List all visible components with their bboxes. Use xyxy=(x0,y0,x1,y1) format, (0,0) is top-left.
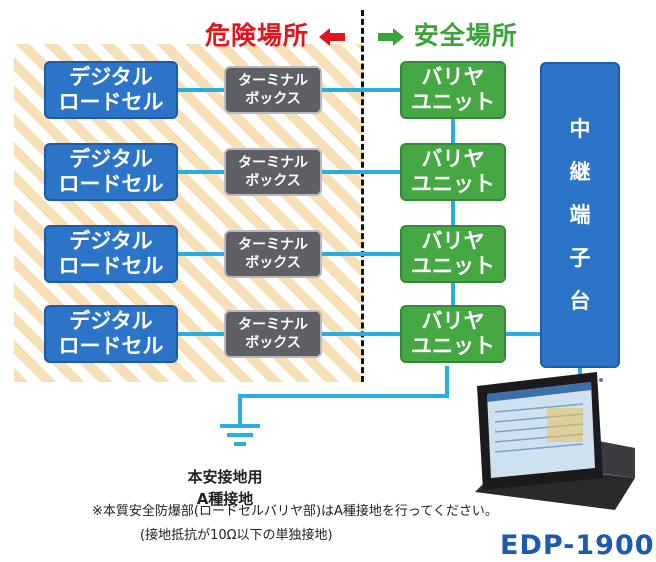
load-cell-1: デジタル ロードセル xyxy=(44,61,178,119)
terminal-box-label-line2: ボックス xyxy=(245,91,301,107)
terminal-device-image xyxy=(475,372,635,510)
relay-char-4: 子 xyxy=(569,245,591,270)
relay-char-2: 継 xyxy=(569,159,591,184)
connector-tb1-bu1 xyxy=(322,88,400,92)
safe-zone-text: 安全場所 xyxy=(413,21,518,50)
terminal-box-label-line1: ターミナル xyxy=(238,155,308,171)
ground-wire-down xyxy=(445,366,449,396)
ground-label-line2: A種接地 xyxy=(196,490,254,508)
ground-label: 本安接地用 A種接地 xyxy=(150,466,300,510)
load-cell-label-line2: ロードセル xyxy=(58,254,164,278)
relay-char-3: 端 xyxy=(569,202,591,227)
connector-tb4-bu4 xyxy=(322,332,400,336)
barrier-unit-1: バリヤ ユニット xyxy=(400,61,506,119)
terminal-box-label-line2: ボックス xyxy=(245,255,301,271)
terminal-box-4: ターミナル ボックス xyxy=(224,310,322,358)
relay-char-5: 台 xyxy=(569,288,591,313)
model-name: EDP-1900 xyxy=(500,530,655,561)
load-cell-4: デジタル ロードセル xyxy=(44,305,178,363)
load-cell-3: デジタル ロードセル xyxy=(44,225,178,283)
terminal-box-label-line2: ボックス xyxy=(245,335,301,351)
barrier-unit-2: バリヤ ユニット xyxy=(400,143,506,201)
relay-char-1: 中 xyxy=(569,116,591,141)
danger-zone-text: 危険場所 xyxy=(205,21,310,50)
safe-zone-label: 安全場所 xyxy=(378,16,518,52)
arrow-right-icon xyxy=(378,28,404,46)
connector-lc3-tb3 xyxy=(176,252,224,256)
ground-wire-horizontal xyxy=(238,394,449,398)
load-cell-label-line2: ロードセル xyxy=(58,172,164,196)
terminal-box-label-line1: ターミナル xyxy=(238,73,308,89)
grounding-note: ※本質安全防爆部(ロードセルバリヤ部)はA種接地を行ってください。 xyxy=(92,504,498,519)
barrier-unit-label-line2: ユニット xyxy=(411,334,495,358)
connector-lc4-tb4 xyxy=(176,332,224,336)
barrier-unit-4: バリヤ ユニット xyxy=(400,305,506,363)
terminal-box-3: ターミナル ボックス xyxy=(224,230,322,278)
load-cell-label-line1: デジタル xyxy=(69,65,153,89)
load-cell-label-line2: ロードセル xyxy=(58,90,164,114)
ground-wire-drop xyxy=(238,394,242,426)
terminal-box-label-line2: ボックス xyxy=(245,173,301,189)
barrier-unit-label-line2: ユニット xyxy=(411,90,495,114)
terminal-box-1: ターミナル ボックス xyxy=(224,66,322,114)
terminal-box-label-line1: ターミナル xyxy=(238,237,308,253)
barrier-unit-label-line2: ユニット xyxy=(411,172,495,196)
connector-bu4-relay xyxy=(506,332,542,336)
connector-tb3-bu3 xyxy=(322,252,400,256)
connector-tb2-bu2 xyxy=(322,170,400,174)
barrier-unit-label-line1: バリヤ xyxy=(421,147,485,171)
barrier-unit-label-line1: バリヤ xyxy=(421,229,485,253)
terminal-box-2: ターミナル ボックス xyxy=(224,148,322,196)
load-cell-label-line2: ロードセル xyxy=(58,334,164,358)
arrow-left-icon xyxy=(318,28,345,46)
ground-icon xyxy=(220,424,260,446)
load-cell-label-line1: デジタル xyxy=(69,147,153,171)
load-cell-label-line1: デジタル xyxy=(69,229,153,253)
relay-terminal-block: 中 継 端 子 台 xyxy=(540,62,620,368)
barrier-unit-3: バリヤ ユニット xyxy=(400,225,506,283)
connector-lc1-tb1 xyxy=(176,88,224,92)
grounding-subnote: (接地抵抗が10Ω以下の単独接地) xyxy=(140,528,333,543)
zone-divider xyxy=(361,10,364,382)
terminal-box-label-line1: ターミナル xyxy=(238,317,308,333)
barrier-unit-label-line2: ユニット xyxy=(411,254,495,278)
barrier-bus-vertical xyxy=(451,118,455,308)
danger-zone-label: 危険場所 xyxy=(205,16,345,52)
barrier-unit-label-line1: バリヤ xyxy=(421,309,485,333)
load-cell-label-line1: デジタル xyxy=(69,309,153,333)
load-cell-2: デジタル ロードセル xyxy=(44,143,178,201)
connector-lc2-tb2 xyxy=(176,170,224,174)
ground-label-line1: 本安接地用 xyxy=(187,468,263,486)
barrier-unit-label-line1: バリヤ xyxy=(421,65,485,89)
